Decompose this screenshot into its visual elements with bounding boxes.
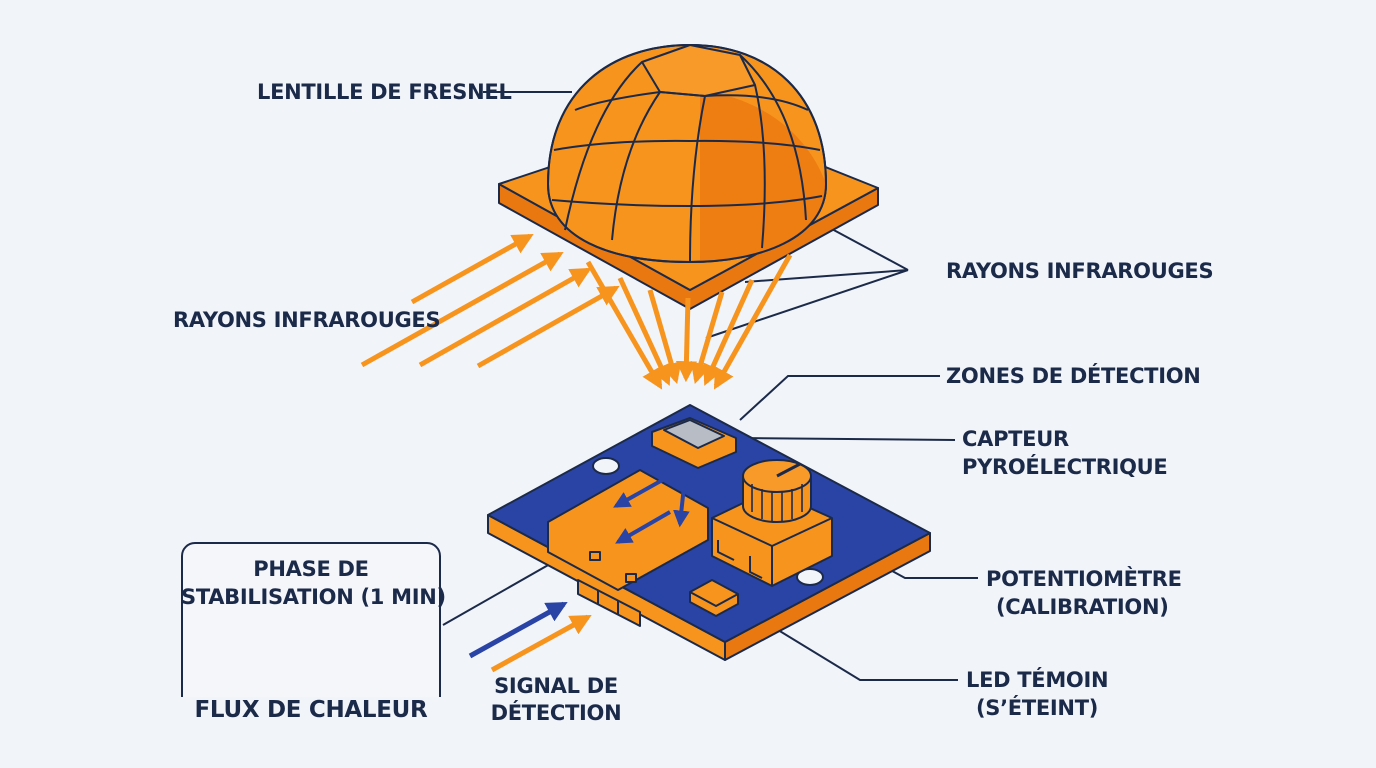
- mounting-hole: [592, 457, 620, 475]
- signal-label-line1: SIGNAL DE: [494, 674, 618, 698]
- stabilization-title-line2: STABILISATION (1 MIN): [181, 585, 446, 609]
- ir-rays-left-label: RAYONS INFRAROUGES: [173, 308, 441, 332]
- fresnel-lens: [498, 44, 879, 310]
- detection-zones-label: ZONES DE DÉTECTION: [946, 364, 1201, 388]
- ir-rays-left: [360, 233, 620, 369]
- stabilization-box: [181, 542, 441, 712]
- led-label-line1: LED TÉMOIN: [966, 668, 1109, 692]
- connector-pins: [577, 579, 641, 627]
- mounting-hole: [796, 568, 824, 586]
- pyro-sensor-label-line1: CAPTEUR: [962, 427, 1069, 451]
- potentiometer-label-line2: (CALIBRATION): [996, 595, 1169, 619]
- pcb-board: [487, 404, 931, 661]
- ir-rays-right-label: RAYONS INFRAROUGES: [946, 259, 1214, 283]
- converging-rays: [585, 253, 793, 390]
- stabilization-footer: FLUX DE CHALEUR: [171, 697, 451, 724]
- led-label-line2: (S’ÉTEINT): [976, 696, 1099, 720]
- potentiometer-label-line1: POTENTIOMÈTRE: [986, 567, 1182, 591]
- led-indicator: [689, 579, 739, 617]
- signal-label-line2: DÉTECTION: [490, 701, 622, 725]
- heat-flow-arrows: [613, 476, 690, 544]
- stabilization-title-line1: PHASE DE: [253, 557, 369, 581]
- pyro-sensor-label-line2: PYROÉLECTRIQUE: [962, 455, 1168, 479]
- signal-arrows: [468, 601, 592, 673]
- fresnel-lens-label: LENTILLE DE FRESNEL: [257, 80, 512, 104]
